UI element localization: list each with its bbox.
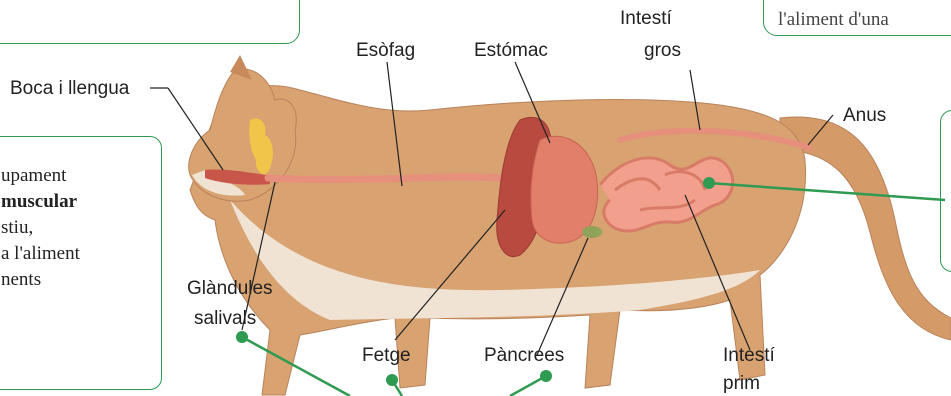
dot-pancrees [540,370,552,382]
label-anus: Anus [843,103,886,128]
label-esophagus: Esòfag [356,38,415,63]
cat-tail [780,117,951,340]
label-small-intestine-2: prim [723,371,760,396]
pancreas [582,226,602,238]
dot-glandules [236,331,248,343]
label-salivary-glands-2: salivals [194,306,256,331]
label-liver: Fetge [362,343,411,368]
dot-fetge [386,374,398,386]
label-large-intestine-1: Intestí [620,6,672,31]
label-large-intestine-2: gros [644,38,681,63]
dot-intestine [703,177,715,189]
label-small-intestine-1: Intestí [723,343,775,368]
label-stomach: Estómac [474,38,548,63]
label-mouth-tongue: Boca i llengua [10,76,129,101]
esophagus [268,177,540,182]
label-salivary-glands-1: Glàndules [187,276,273,301]
label-pancreas: Pàncrees [484,343,564,368]
